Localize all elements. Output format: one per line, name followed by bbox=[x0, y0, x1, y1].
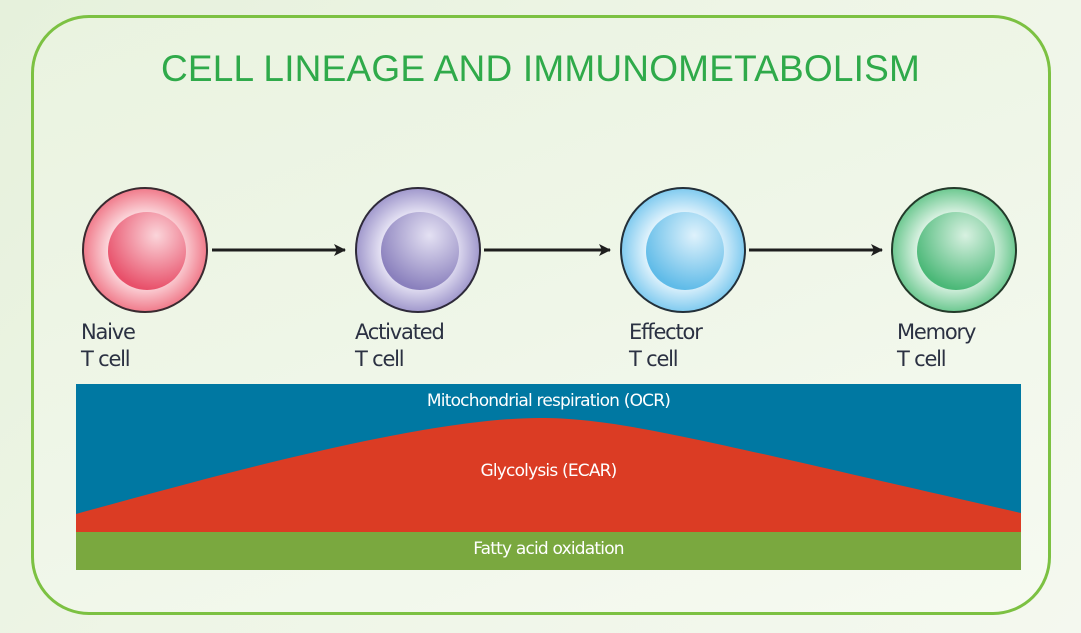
label-mitochondrial-respiration: Mitochondrial respiration (OCR) bbox=[426, 391, 671, 411]
cell-label-line1: Activated bbox=[355, 320, 445, 344]
cell-effector bbox=[620, 187, 746, 313]
cell-nucleus bbox=[381, 212, 459, 290]
cell-label-line2: T cell bbox=[897, 347, 947, 371]
cell-label-activated: Activated T cell bbox=[355, 319, 445, 373]
cell-label-memory: Memory T cell bbox=[897, 319, 976, 373]
cell-naive bbox=[82, 187, 208, 313]
cell-label-naive: Naive T cell bbox=[81, 319, 136, 373]
cell-nucleus bbox=[646, 212, 724, 290]
cell-label-line2: T cell bbox=[629, 347, 679, 371]
diagram-title: CELL LINEAGE AND IMMUNOMETABOLISM bbox=[160, 48, 921, 89]
cell-nucleus bbox=[917, 212, 995, 290]
cell-label-effector: Effector T cell bbox=[629, 319, 703, 373]
cell-label-line1: Memory bbox=[897, 320, 976, 344]
cell-label-line2: T cell bbox=[81, 347, 131, 371]
cell-nucleus bbox=[108, 212, 186, 290]
cell-label-line2: T cell bbox=[355, 347, 405, 371]
label-fatty-acid-oxidation: Fatty acid oxidation bbox=[473, 539, 624, 559]
band-glycolysis bbox=[76, 418, 1021, 532]
band-fatty-acid-oxidation bbox=[76, 532, 1021, 570]
cell-memory bbox=[891, 187, 1017, 313]
cell-label-line1: Naive bbox=[81, 320, 136, 344]
label-glycolysis: Glycolysis (ECAR) bbox=[480, 461, 617, 481]
cell-activated bbox=[355, 187, 481, 313]
cell-label-line1: Effector bbox=[629, 320, 703, 344]
